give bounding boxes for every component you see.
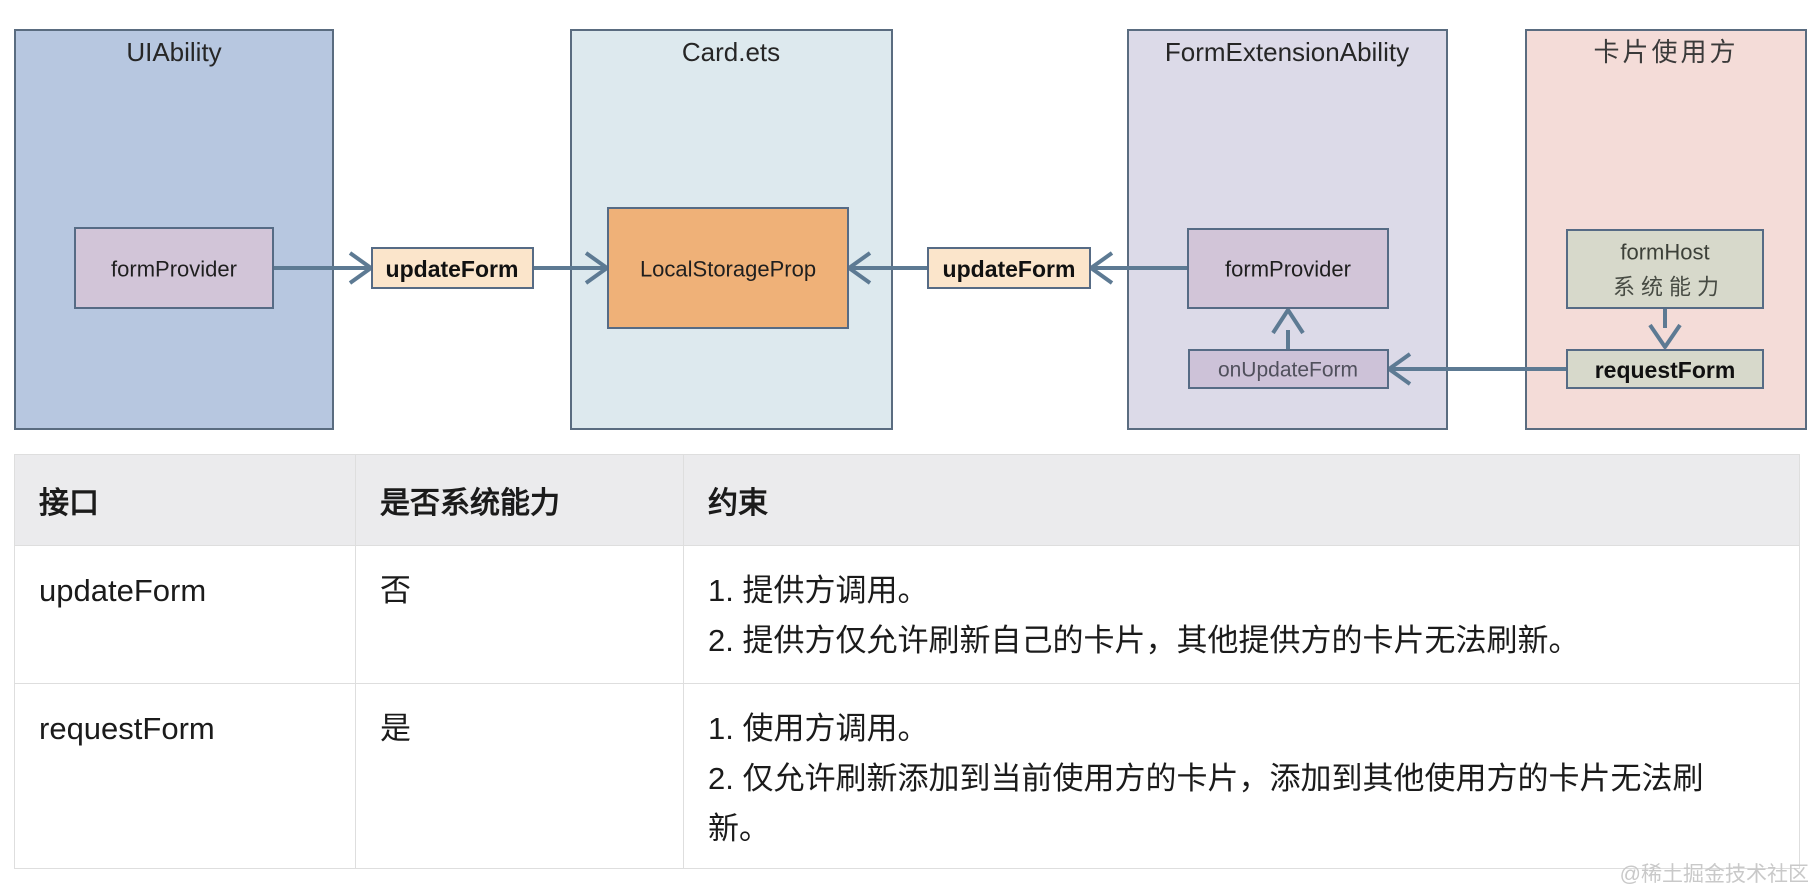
formextensionability-title: FormExtensionAbility xyxy=(1165,37,1409,67)
request-form-node xyxy=(1566,349,1764,389)
form-host-label-line1: formHost xyxy=(1620,240,1709,265)
form-provider-ui-label: formProvider xyxy=(111,257,237,282)
update-form-left-label: updateForm xyxy=(386,256,519,282)
header-api: 接口 xyxy=(14,454,356,546)
local-storage-prop-label: LocalStorageProp xyxy=(640,257,816,282)
card-consumer-title: 卡片使用方 xyxy=(1593,37,1738,67)
update-form-right-label: updateForm xyxy=(943,256,1076,282)
local-storage-prop-node xyxy=(607,207,849,329)
cell-api-name: requestForm xyxy=(14,683,356,869)
on-update-form-label: onUpdateForm xyxy=(1218,359,1358,382)
table-row: updateForm 否 1. 提供方调用。 2. 提供方仅允许刷新自己的卡片，… xyxy=(14,545,1800,684)
form-host-label-line2: 系统能力 xyxy=(1613,275,1725,300)
cardets-title: Card.ets xyxy=(682,37,780,67)
arrow-formhost-to-requestform xyxy=(1648,308,1682,349)
constraint-item: 2. 仅允许刷新添加到当前使用方的卡片，添加到其他使用方的卡片无法刷新。 xyxy=(708,761,1704,846)
cell-constraints: 1. 使用方调用。 2. 仅允许刷新添加到当前使用方的卡片，添加到其他使用方的卡… xyxy=(683,683,1800,869)
constraint-item: 2. 提供方仅允许刷新自己的卡片，其他提供方的卡片无法刷新。 xyxy=(708,623,1580,658)
request-form-label: requestForm xyxy=(1595,357,1736,383)
constraint-item: 1. 提供方调用。 xyxy=(708,573,929,608)
form-provider-ui-node xyxy=(74,227,274,309)
form-provider-fea-node xyxy=(1187,228,1389,309)
update-form-left-node xyxy=(371,247,534,289)
cell-system-capability: 是 xyxy=(355,683,684,869)
api-table-wrap: 接口 是否系统能力 约束 updateForm 否 1. 提供方调用。 2. 提… xyxy=(14,454,1800,869)
form-host-node xyxy=(1566,229,1764,309)
form-provider-fea-label: formProvider xyxy=(1225,257,1351,282)
arrow-onupdateform-to-formprovider xyxy=(1271,308,1305,350)
api-table: 接口 是否系统能力 约束 updateForm 否 1. 提供方调用。 2. 提… xyxy=(14,454,1800,869)
on-update-form-node xyxy=(1188,349,1389,389)
cell-constraints: 1. 提供方调用。 2. 提供方仅允许刷新自己的卡片，其他提供方的卡片无法刷新。 xyxy=(683,545,1800,684)
update-form-right-node xyxy=(927,247,1091,289)
header-system-capability: 是否系统能力 xyxy=(355,454,684,546)
uiability-title: UIAbility xyxy=(126,37,221,67)
architecture-diagram: UIAbility Card.ets FormExtensionAbility … xyxy=(14,29,1807,430)
constraint-item: 1. 使用方调用。 xyxy=(708,711,929,746)
watermark-text: @稀土掘金技术社区 xyxy=(1619,863,1809,886)
header-constraints: 约束 xyxy=(683,454,1800,546)
table-header-row: 接口 是否系统能力 约束 xyxy=(14,454,1800,546)
table-row: requestForm 是 1. 使用方调用。 2. 仅允许刷新添加到当前使用方… xyxy=(14,683,1800,869)
cell-api-name: updateForm xyxy=(14,545,356,684)
cell-system-capability: 否 xyxy=(355,545,684,684)
